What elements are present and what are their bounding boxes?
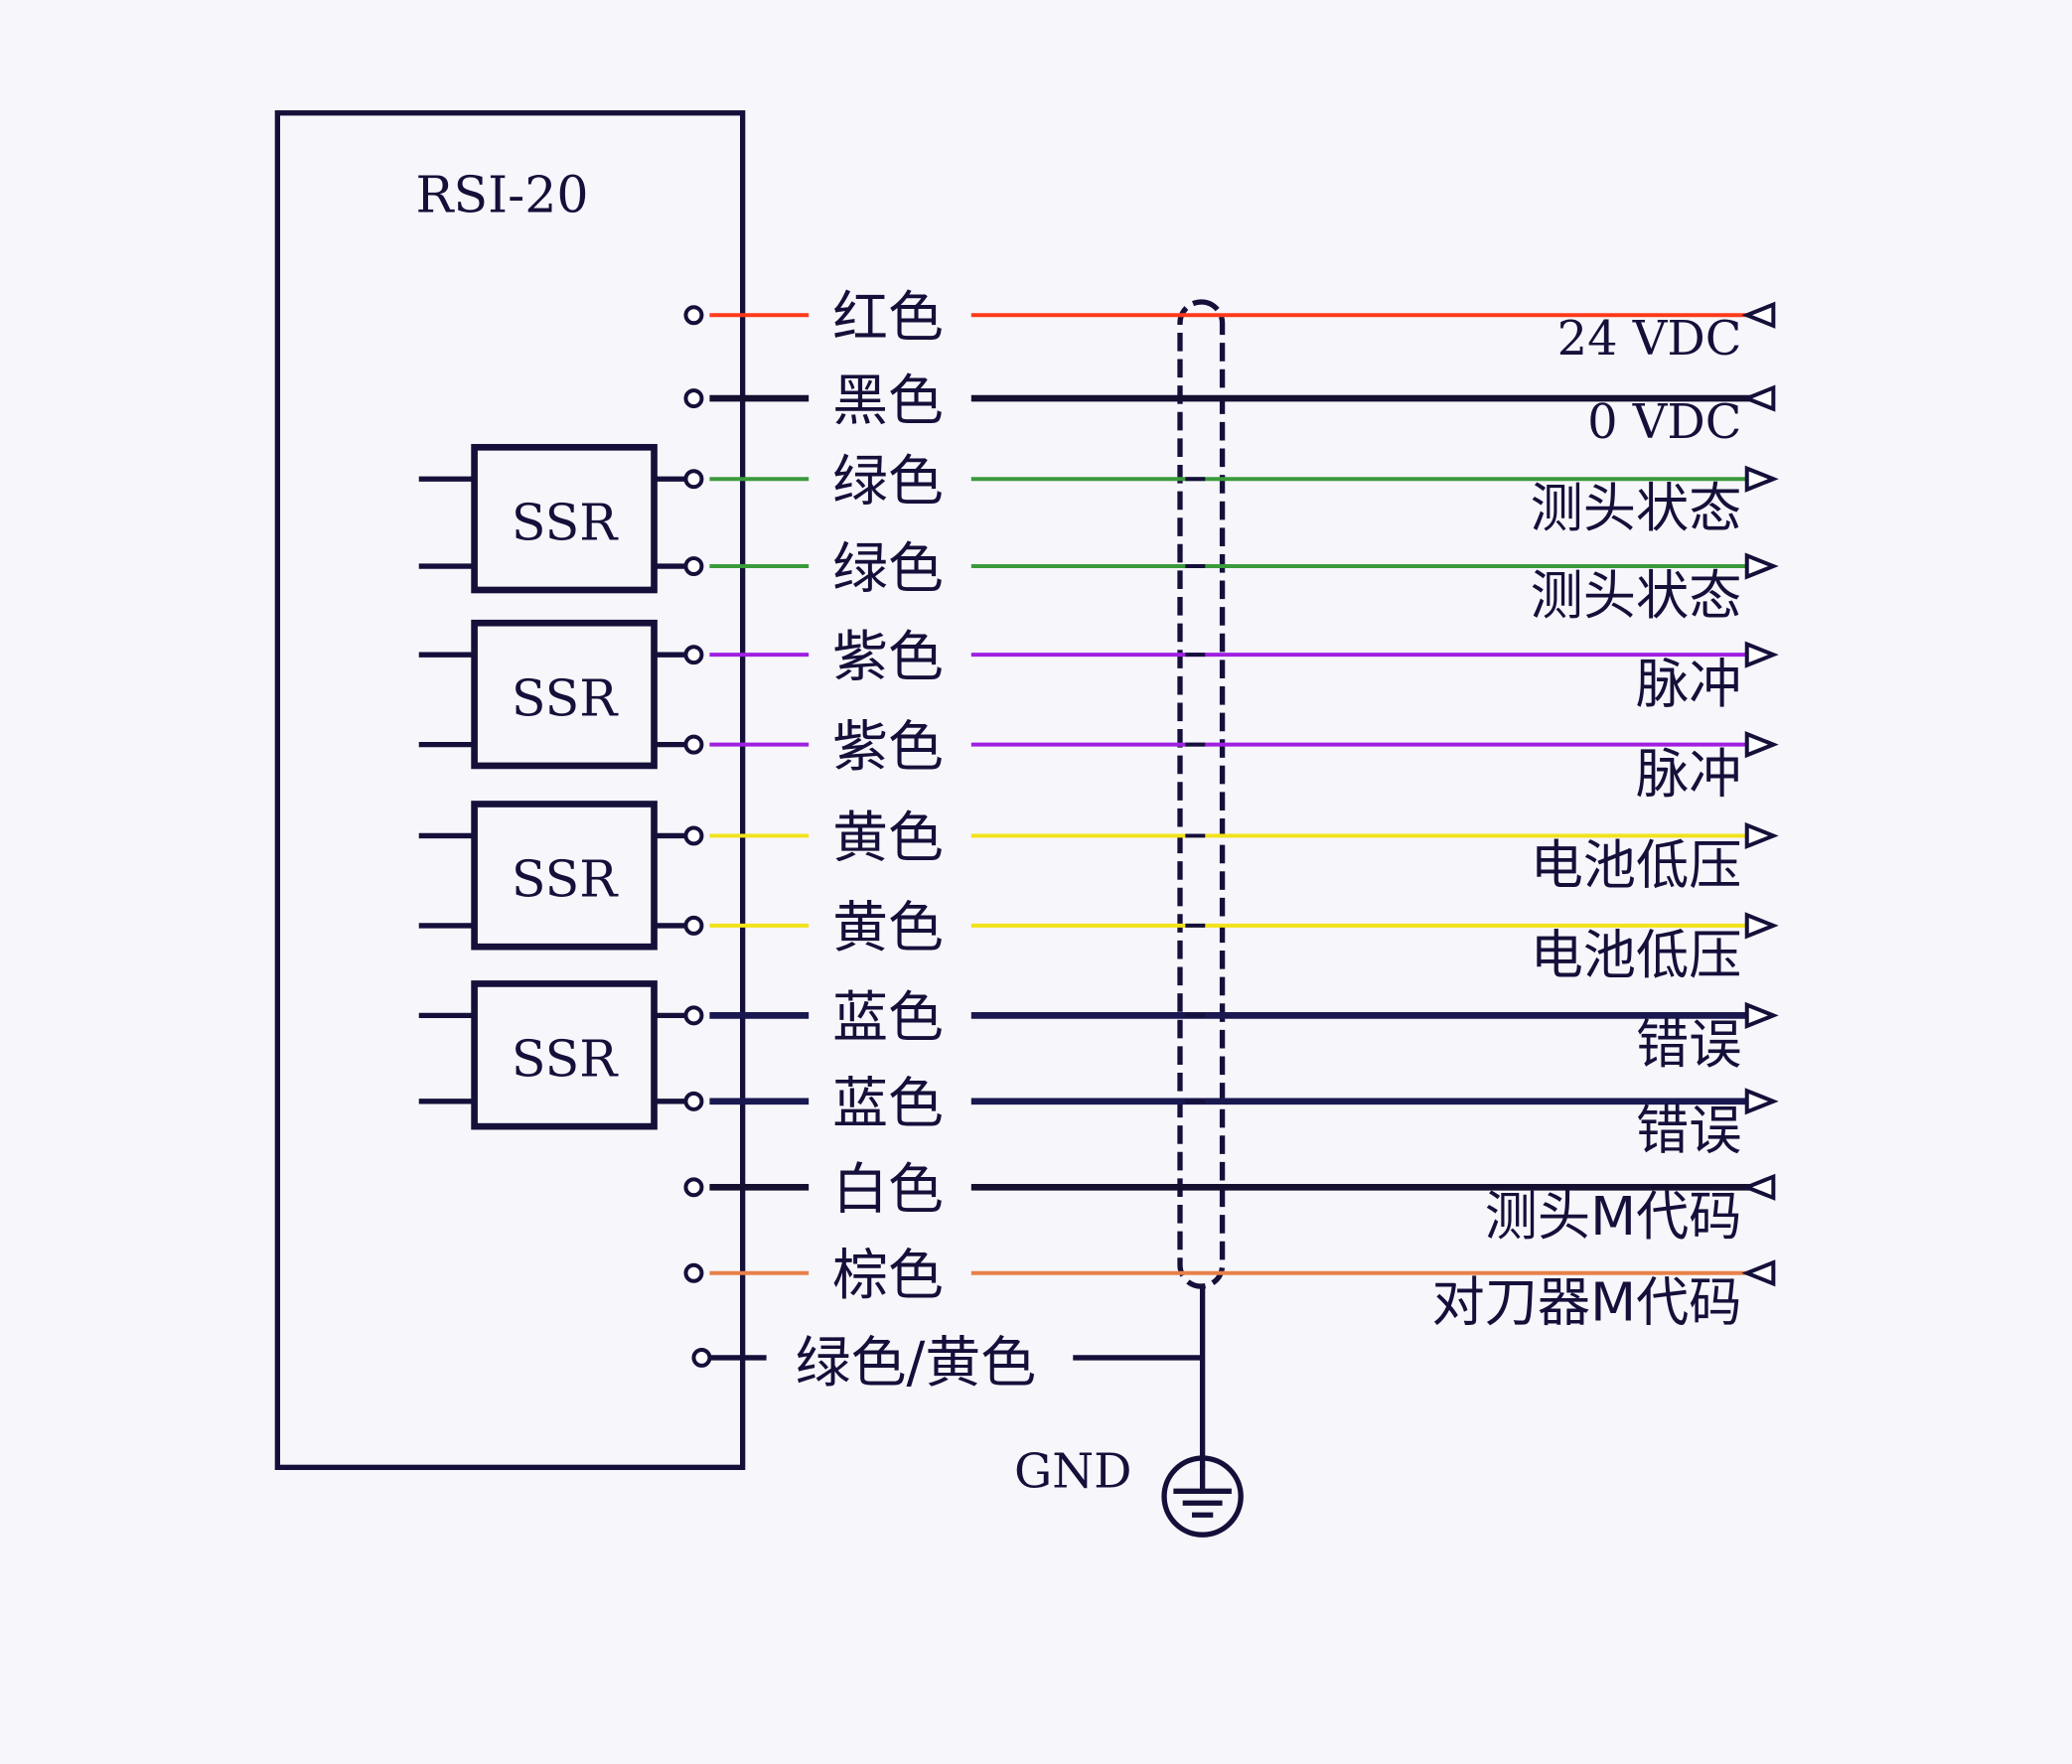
wire-color-label: 绿色 <box>832 450 944 514</box>
wire-signal-label: 对刀器M代码 <box>1431 1272 1741 1334</box>
device-title: RSI-20 <box>416 166 589 224</box>
arrow-in-icon <box>1741 1259 1776 1287</box>
ssr-relay-label: SSR <box>512 1030 619 1089</box>
arrow-in-icon <box>1741 1173 1776 1201</box>
wire-signal-label: 错误 <box>1636 1014 1741 1076</box>
ssr-relay-label: SSR <box>512 850 619 909</box>
device-box <box>274 110 746 1471</box>
wire-color-label: 黄色 <box>832 807 944 871</box>
arrow-out-icon <box>1744 1088 1779 1115</box>
wire-terminal <box>683 469 704 490</box>
wire-signal-label: 0 VDC <box>1587 395 1741 450</box>
wire-terminal <box>683 645 704 665</box>
wire-signal-label: 24 VDC <box>1557 312 1742 367</box>
wire-color-label: 棕色 <box>832 1244 944 1308</box>
wire-color-label: 紫色 <box>832 625 944 689</box>
wire-color-label: 蓝色 <box>832 1072 944 1136</box>
arrow-out-icon <box>1744 912 1779 940</box>
wire-terminal <box>683 1262 704 1283</box>
arrow-in-icon <box>1741 384 1776 412</box>
wire-signal-label: 测头M代码 <box>1485 1186 1742 1248</box>
wire-terminal <box>683 825 704 846</box>
ground-symbol-icon <box>1161 1455 1244 1538</box>
wire-terminal <box>683 388 704 409</box>
wire-color-label: 蓝色 <box>832 986 944 1051</box>
wire-signal-label: 测头状态 <box>1531 478 1742 539</box>
wire-terminal <box>683 915 704 936</box>
ssr-relay-box <box>471 801 658 951</box>
wire-terminal <box>683 734 704 755</box>
ssr-relay-label: SSR <box>512 493 619 551</box>
wire-color-label: 黑色 <box>832 368 944 433</box>
arrow-out-icon <box>1744 731 1779 759</box>
wire-color-label: 绿色 <box>832 536 944 601</box>
wire-terminal <box>683 305 704 326</box>
wire-color-label: 黄色 <box>832 896 944 960</box>
arrow-out-icon <box>1744 552 1779 580</box>
arrow-out-icon <box>1744 1001 1779 1029</box>
ground-label: GND <box>1014 1444 1132 1499</box>
wire-signal-label: 电池低压 <box>1531 925 1742 986</box>
arrow-out-icon <box>1744 641 1779 668</box>
wire-terminal <box>683 1005 704 1026</box>
wire-signal-label: 错误 <box>1636 1101 1741 1162</box>
wire-terminal <box>683 1177 704 1198</box>
wire-signal-label: 脉冲 <box>1636 654 1741 715</box>
ssr-relay-box <box>471 619 658 770</box>
wire-terminal <box>683 1091 704 1111</box>
ground-wire-terminal <box>691 1347 712 1368</box>
wire-color-label: 白色 <box>832 1158 944 1223</box>
ground-wire-label: 绿色/黄色 <box>796 1331 1036 1396</box>
wire-signal-label: 脉冲 <box>1636 744 1741 806</box>
arrow-out-icon <box>1744 465 1779 493</box>
ssr-relay-box <box>471 443 658 594</box>
wire-terminal <box>683 556 704 577</box>
ssr-relay-label: SSR <box>512 668 619 727</box>
ssr-relay-box <box>471 980 658 1130</box>
wire-signal-label: 测头状态 <box>1531 565 1742 627</box>
wire-color-label: 紫色 <box>832 715 944 780</box>
wire-signal-label: 电池低压 <box>1531 834 1742 896</box>
arrow-out-icon <box>1744 821 1779 850</box>
arrow-in-icon <box>1741 301 1776 329</box>
cable-shield <box>1177 299 1226 1289</box>
wire-color-label: 红色 <box>832 286 944 351</box>
